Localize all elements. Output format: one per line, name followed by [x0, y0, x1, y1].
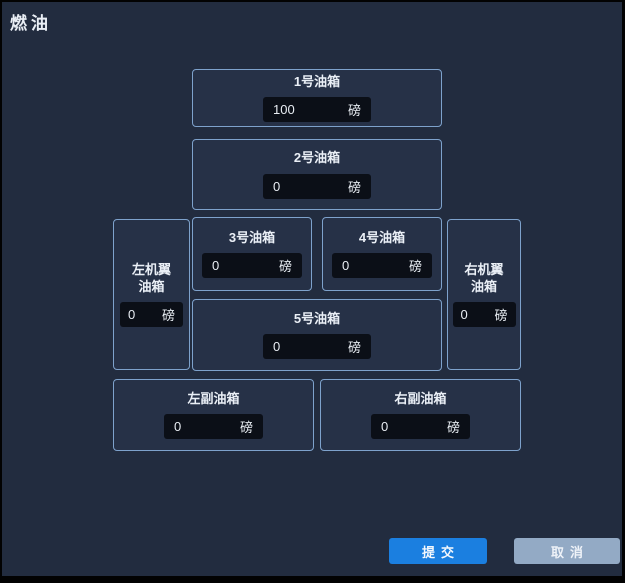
tank-3-input[interactable]	[212, 258, 279, 274]
wing-left-box: 左机翼 油箱 磅	[113, 219, 190, 370]
tank-2-unit: 磅	[347, 179, 361, 195]
aux-left-unit: 磅	[239, 420, 253, 436]
tank-4-box: 4号油箱 磅	[322, 217, 442, 291]
tank-1-box: 1号油箱 磅	[192, 69, 442, 127]
aux-left-box: 左副油箱 磅	[113, 379, 314, 451]
tank-5-box: 5号油箱 磅	[192, 299, 442, 371]
wing-right-input[interactable]	[460, 307, 495, 323]
aux-right-input[interactable]	[381, 419, 447, 435]
wing-left-field: 磅	[120, 302, 183, 328]
aux-left-field: 磅	[164, 414, 263, 440]
tank-2-input[interactable]	[273, 178, 348, 194]
tank-4-field: 磅	[332, 253, 432, 279]
aux-right-field: 磅	[371, 414, 470, 440]
tank-4-unit: 磅	[408, 259, 422, 275]
tank-2-label: 2号油箱	[293, 150, 341, 166]
wing-right-unit: 磅	[494, 308, 508, 324]
tank-5-unit: 磅	[347, 340, 361, 356]
tank-5-label: 5号油箱	[293, 310, 341, 326]
tank-4-input[interactable]	[342, 258, 409, 274]
aux-right-unit: 磅	[446, 420, 460, 436]
wing-right-label-line1: 右机翼	[464, 261, 504, 277]
tank-2-field: 磅	[263, 173, 371, 199]
tank-3-field: 磅	[202, 253, 302, 279]
wing-right-label-line2: 油箱	[470, 278, 497, 294]
aux-right-box: 右副油箱 磅	[320, 379, 521, 451]
tank-3-unit: 磅	[278, 259, 292, 275]
wing-left-label-line1: 左机翼	[131, 261, 171, 277]
tank-1-input[interactable]	[273, 102, 348, 118]
aux-left-label: 左副油箱	[187, 390, 240, 406]
tank-1-label: 1号油箱	[293, 73, 341, 89]
tank-5-field: 磅	[263, 334, 371, 360]
wing-right-field: 磅	[452, 302, 516, 328]
aux-left-input[interactable]	[174, 419, 240, 435]
cancel-button[interactable]: 取消	[514, 538, 620, 564]
tank-3-box: 3号油箱 磅	[192, 217, 312, 291]
wing-right-box: 右机翼 油箱 磅	[447, 219, 521, 370]
wing-left-label: 左机翼 油箱	[132, 262, 171, 296]
wing-left-input[interactable]	[128, 307, 162, 323]
aux-right-label: 右副油箱	[394, 390, 447, 406]
submit-button[interactable]: 提交	[389, 538, 487, 564]
wing-left-label-line2: 油箱	[138, 278, 165, 294]
tank-5-input[interactable]	[273, 339, 348, 355]
wing-left-unit: 磅	[161, 308, 175, 324]
tank-3-label: 3号油箱	[228, 229, 276, 245]
tank-1-unit: 磅	[347, 103, 361, 119]
tank-2-box: 2号油箱 磅	[192, 139, 442, 210]
page-title: 燃油	[10, 14, 52, 33]
tank-1-field: 磅	[263, 97, 371, 123]
wing-right-label: 右机翼 油箱	[464, 262, 503, 296]
tank-4-label: 4号油箱	[358, 229, 406, 245]
